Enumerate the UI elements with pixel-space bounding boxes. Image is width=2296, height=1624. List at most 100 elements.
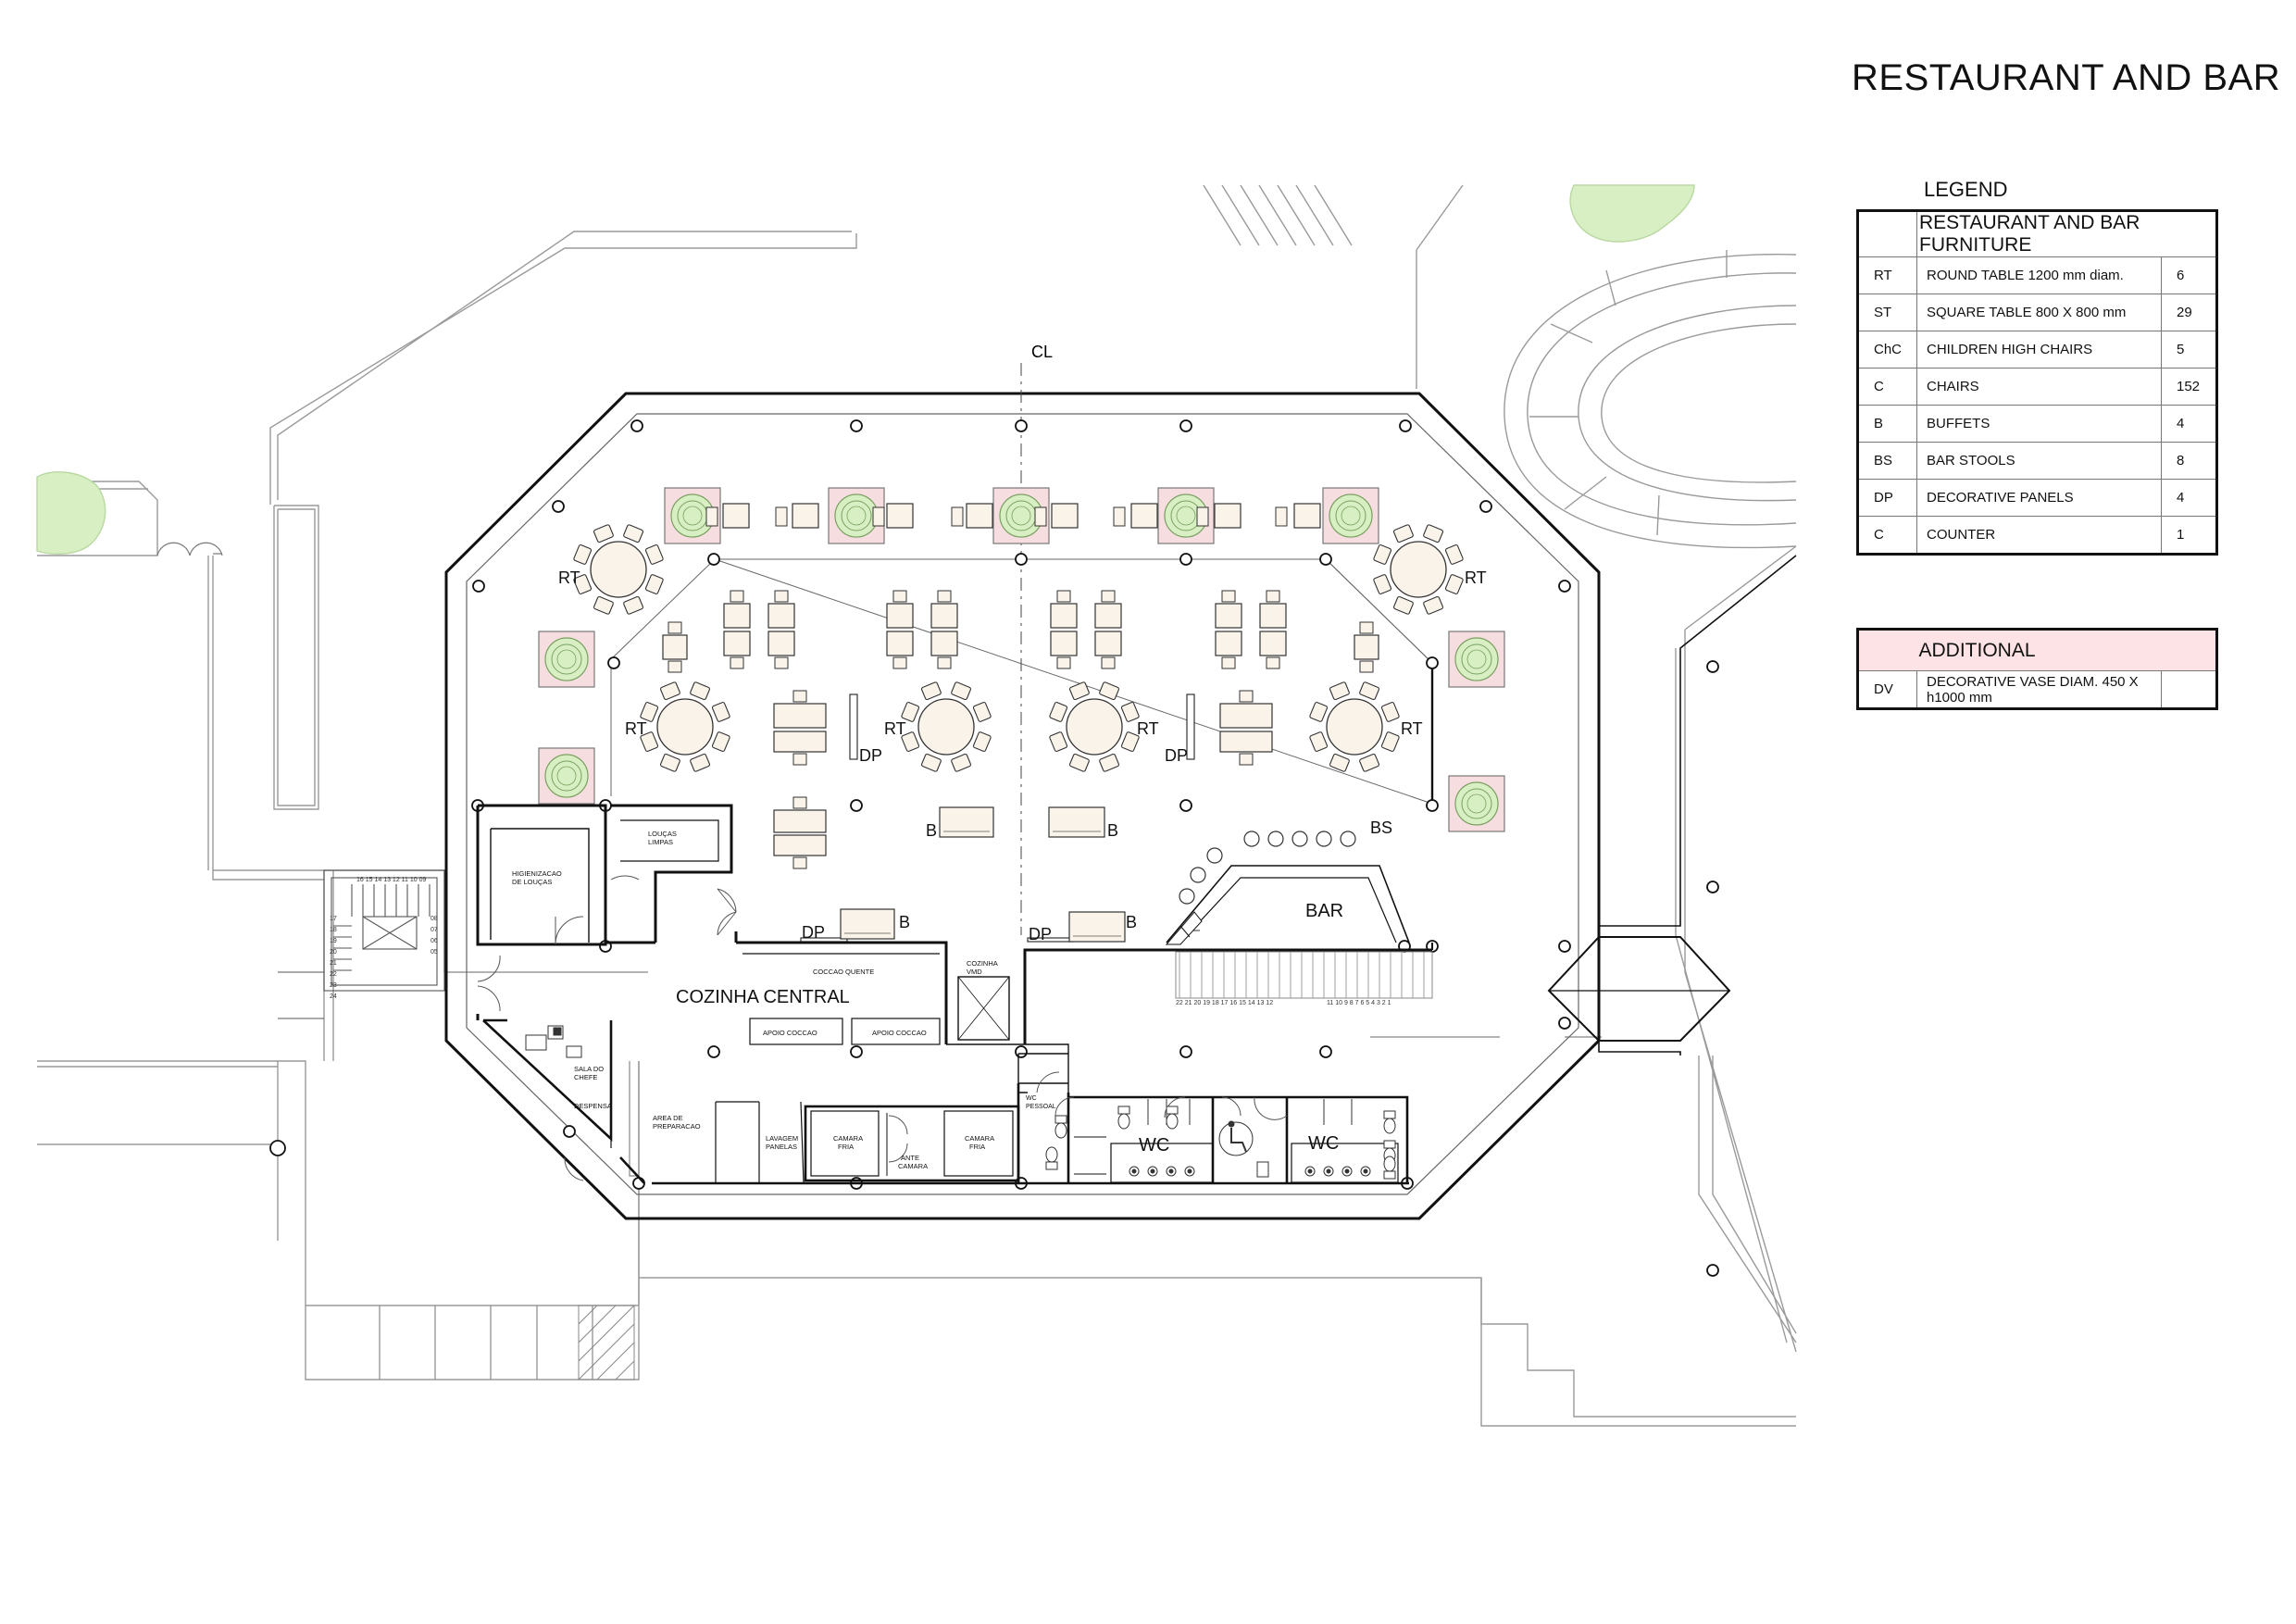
chair (1221, 656, 1236, 669)
chair (937, 590, 952, 603)
chair (1101, 656, 1116, 669)
toilet-tank (1383, 1110, 1396, 1119)
chair (573, 574, 593, 595)
chair-pair (1196, 506, 1209, 527)
square-table (767, 590, 795, 629)
column-marker (1015, 419, 1028, 432)
stair-num: 24 (330, 993, 337, 1000)
chair (1049, 701, 1068, 722)
square-table-top (1094, 631, 1122, 656)
decorative-vase (664, 487, 721, 544)
chair (1359, 621, 1374, 634)
toilet-tank (1383, 1170, 1396, 1180)
label-bar: BAR (1305, 901, 1343, 921)
column-marker (472, 580, 485, 593)
square-table-top (662, 634, 688, 660)
column-marker (1015, 1045, 1028, 1058)
label-apoio-coccao: APOIO COCCAO (872, 1029, 927, 1037)
vase-ring (1011, 506, 1031, 526)
legend-description: COUNTER (1916, 516, 2162, 555)
chair (951, 506, 964, 527)
column-marker (707, 1045, 720, 1058)
page-title: RESTAURANT AND BAR (1852, 57, 2281, 98)
connector (1547, 555, 1797, 1056)
stair-num: 22 (330, 971, 337, 978)
chair (1329, 753, 1350, 772)
stair-num: 08 (430, 916, 438, 922)
chair (892, 590, 907, 603)
square-table (723, 590, 751, 629)
column-marker (1179, 799, 1192, 812)
tree-left (36, 471, 106, 555)
square-table-top (1259, 631, 1287, 656)
chair (1120, 731, 1140, 753)
chair (1359, 660, 1374, 673)
square-table (1130, 503, 1158, 529)
chair (1239, 690, 1254, 703)
legend-header-blank (1857, 210, 1917, 257)
label-sala-chefe-2: CHEFE (574, 1073, 597, 1081)
label-dp: DP (802, 923, 825, 942)
legend-header-blank (1857, 629, 1917, 671)
label-rt: RT (884, 719, 906, 738)
sink-drain (1307, 1168, 1313, 1174)
decorative-vase (1322, 487, 1379, 544)
round-table-top (656, 698, 714, 756)
round-table (640, 681, 730, 772)
chair (705, 506, 718, 527)
steps-strip (1175, 951, 1433, 999)
stair-num: 23 (330, 982, 337, 989)
legend-heading: LEGEND (1924, 178, 2008, 201)
legend-description: DECORATIVE PANELS (1916, 479, 2162, 517)
vase-ring (556, 649, 577, 669)
columns (269, 419, 1719, 1277)
square-table-top (1215, 631, 1242, 656)
label-camara-fria: CAMARA (965, 1134, 994, 1143)
square-table-top (886, 503, 914, 529)
toilet-tank (1383, 1140, 1396, 1149)
kitchen-walls (476, 804, 1432, 1185)
square-table (886, 503, 914, 529)
square-table (1094, 590, 1122, 629)
chair-pair (1113, 506, 1126, 527)
chair (690, 681, 711, 701)
center-line-label: CL (1031, 343, 1053, 361)
square-table (966, 503, 993, 529)
square-table (722, 503, 750, 529)
bar-area (1165, 865, 1433, 950)
square-table-top (1051, 503, 1079, 529)
label-ante-camara-2: CAMARA (898, 1162, 928, 1170)
toilet (1383, 1156, 1396, 1180)
buffet-top (939, 806, 994, 838)
toilet (1117, 1106, 1130, 1130)
label-b: B (899, 913, 910, 931)
column-marker (630, 419, 643, 432)
column-marker (1179, 419, 1192, 432)
square-table (1219, 731, 1273, 766)
chair (972, 731, 992, 753)
label-rt: RT (1137, 719, 1159, 738)
chair (1380, 701, 1400, 722)
sink-drain (1344, 1168, 1350, 1174)
toilet-tank (1256, 1161, 1269, 1178)
label-camara-fria: CAMARA (833, 1134, 863, 1143)
chair-pair (951, 506, 964, 527)
stair-num: 19 (330, 938, 337, 944)
round-table (1309, 681, 1400, 772)
stair-num: 17 (330, 916, 337, 922)
square-table-top (966, 503, 993, 529)
steps-outline (1175, 951, 1433, 999)
chair (1423, 595, 1444, 615)
steps-right-numbers: 11 10 9 8 7 6 5 4 3 2 1 (1327, 1000, 1391, 1006)
legend-code: C (1857, 516, 1917, 555)
chair (1239, 753, 1254, 766)
square-table-top (767, 603, 795, 629)
chair (1099, 753, 1120, 772)
round-table-top (917, 698, 975, 756)
chair (623, 595, 644, 615)
chair (1444, 543, 1464, 565)
round-table-top (1066, 698, 1123, 756)
label-area-preparacao: AREA DE (653, 1114, 683, 1122)
label-loucas-2: LIMPAS (648, 838, 673, 846)
square-table (723, 631, 751, 669)
